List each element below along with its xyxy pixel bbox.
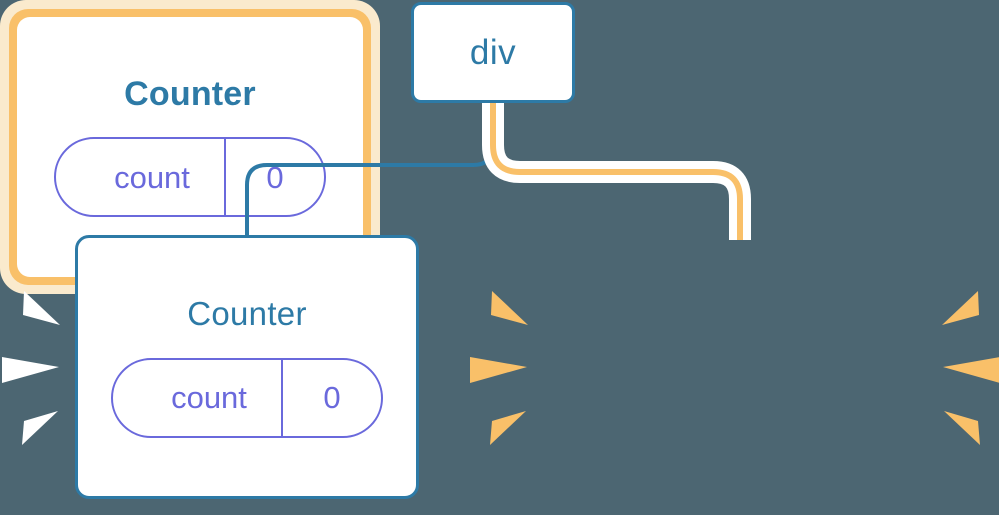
spark-burst-middle-orange bbox=[470, 283, 540, 453]
node-counter-right-body: Counter count 0 bbox=[17, 17, 363, 277]
spark-icon bbox=[490, 411, 526, 445]
spark-icon bbox=[23, 291, 60, 325]
state-key: count bbox=[171, 380, 247, 415]
spark-burst-right-orange bbox=[930, 283, 999, 453]
spark-icon bbox=[944, 411, 980, 445]
spark-icon bbox=[942, 291, 979, 325]
spark-icon bbox=[470, 357, 527, 383]
state-pill-counter-left: count 0 bbox=[111, 357, 383, 438]
edge-div-to-counter-right bbox=[490, 101, 743, 240]
spark-icon bbox=[491, 291, 528, 325]
node-div-label: div bbox=[469, 33, 517, 72]
spark-burst-left-white bbox=[2, 283, 72, 453]
spark-icon bbox=[22, 411, 58, 445]
state-value: 0 bbox=[224, 139, 324, 215]
node-counter-left-label: Counter bbox=[187, 294, 307, 332]
edge-div-to-counter-left bbox=[245, 101, 495, 239]
node-div[interactable]: div bbox=[411, 2, 575, 103]
state-value: 0 bbox=[281, 359, 381, 436]
state-key: count bbox=[114, 159, 190, 195]
node-counter-right-label: Counter bbox=[124, 75, 256, 113]
node-counter-right[interactable]: Counter count 0 bbox=[0, 0, 380, 294]
node-counter-left[interactable]: Counter count 0 bbox=[75, 235, 419, 499]
state-pill-counter-right: count 0 bbox=[54, 137, 326, 217]
spark-icon bbox=[2, 357, 59, 383]
spark-icon bbox=[943, 357, 999, 383]
